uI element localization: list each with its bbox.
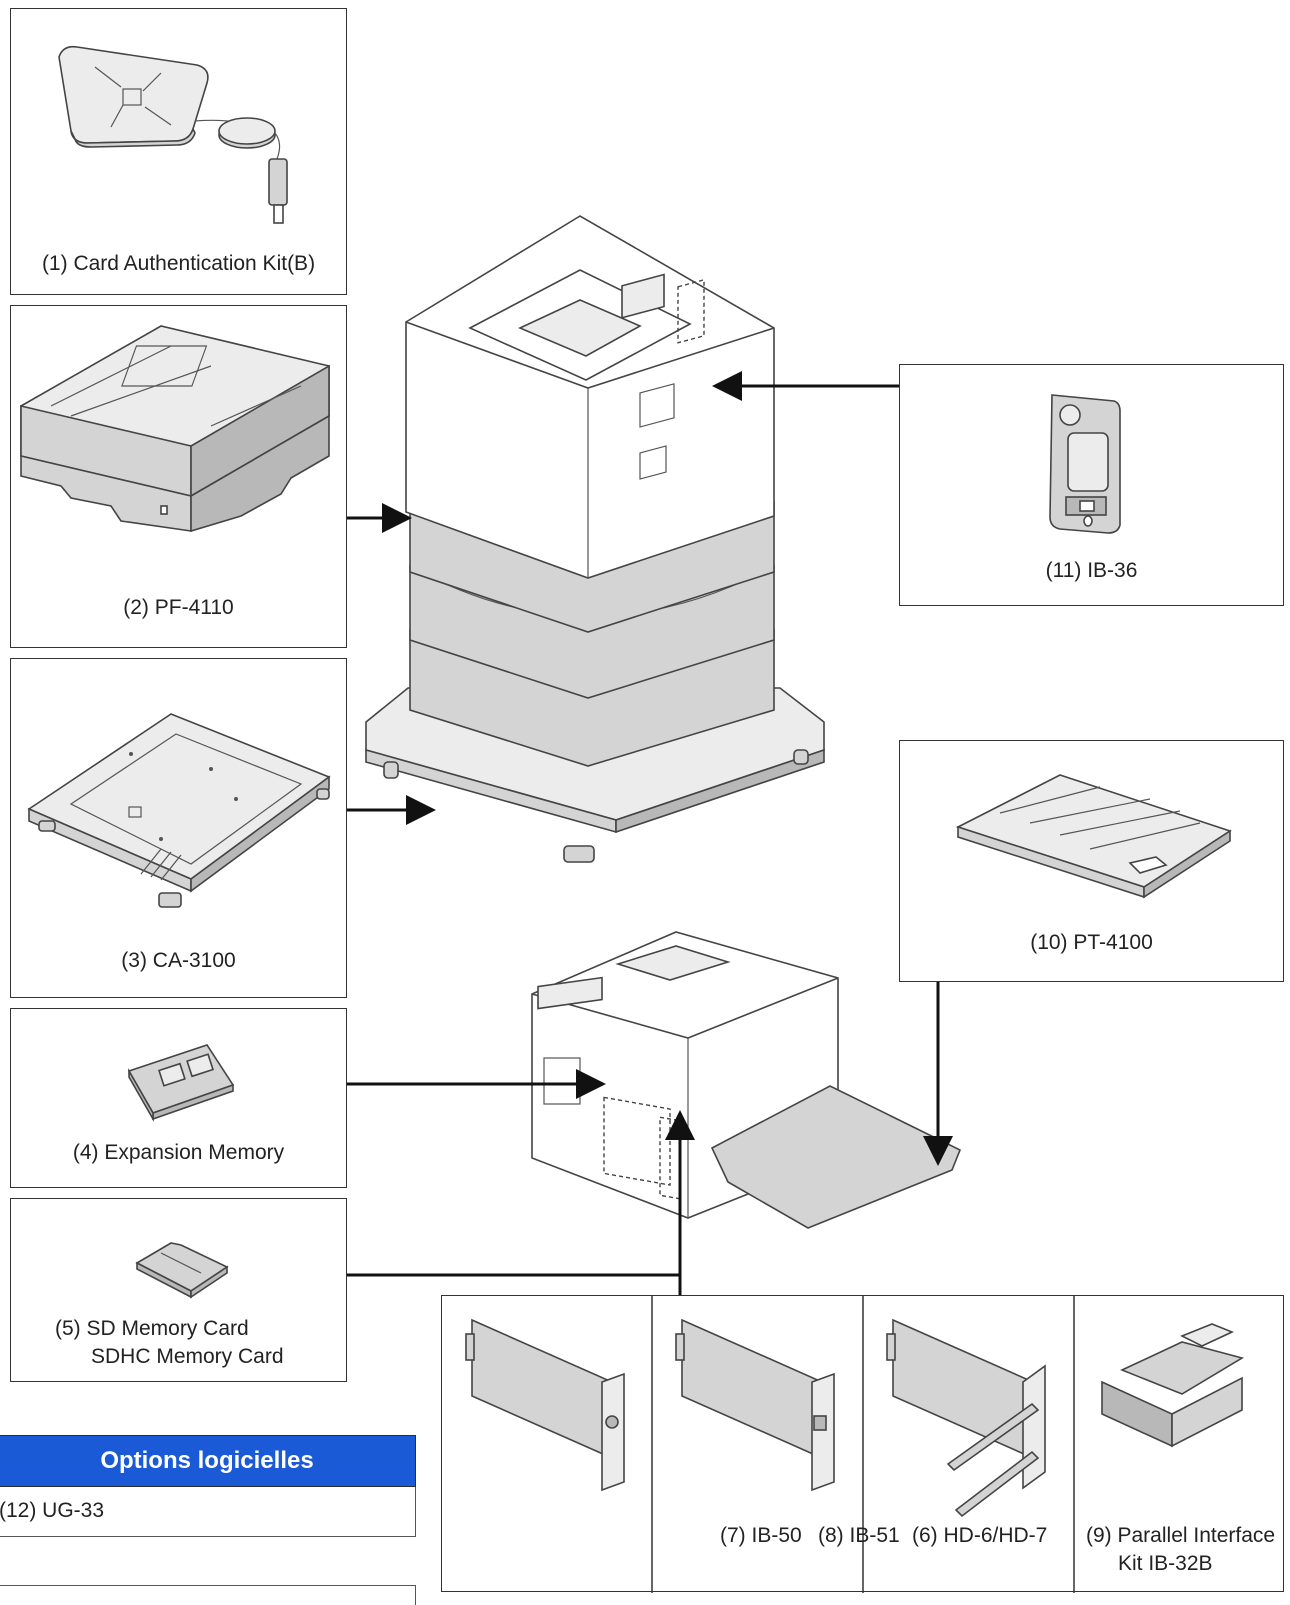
option-label-ca-3100: (3) CA-3100 — [121, 949, 236, 972]
option-label-expansion-memory: (4) Expansion Memory — [72, 1141, 285, 1164]
rear-printer-illustration — [531, 931, 962, 1229]
memory-module-illustration — [127, 1044, 235, 1123]
option-label-sd-card-line2: SDHC Memory Card — [91, 1345, 284, 1368]
software-options-header: Options logicielles — [0, 1435, 416, 1487]
option-box-ib-36: (11) IB-36 — [899, 364, 1284, 606]
interface-cards-table: (7) IB-50 (8) IB-51 (6) HD-6/HD-7 (9) Pa… — [441, 1295, 1284, 1593]
sd-card-illustration — [135, 1242, 229, 1299]
interface-cards-illustrations — [465, 1296, 1245, 1593]
bottom-box-partial — [0, 1585, 416, 1605]
wireless-module-illustration — [1049, 394, 1121, 534]
option-box-ca-3100: (3) CA-3100 — [10, 658, 347, 998]
option-label-sd-card-line1: (5) SD Memory Card — [55, 1317, 249, 1340]
option-label-card-auth-kit: (1) Card Authentication Kit(B) — [41, 252, 316, 275]
option-box-expansion-memory: (4) Expansion Memory — [10, 1008, 347, 1188]
option-label-pt-4100: (10) PT-4100 — [1030, 931, 1153, 954]
option-label-ib-50: (7) IB-50 — [720, 1524, 802, 1547]
option-label-ib-36: (11) IB-36 — [1045, 559, 1138, 582]
software-options-row: (12) UG-33 — [0, 1487, 416, 1537]
printer-stack-illustration — [365, 215, 825, 863]
option-box-sd-memory-card: (5) SD Memory Card SDHC Memory Card — [10, 1198, 347, 1382]
option-label-hd-6-hd-7: (6) HD-6/HD-7 — [912, 1524, 1048, 1547]
caster-base-illustration — [27, 713, 331, 908]
option-label-ib-51: (8) IB-51 — [818, 1524, 900, 1547]
option-label-parallel-kit-line2: Kit IB-32B — [1118, 1552, 1213, 1575]
paper-feeder-illustration — [20, 325, 330, 533]
option-box-pt-4100: (10) PT-4100 — [899, 740, 1284, 982]
card-reader-illustration — [58, 45, 288, 224]
option-label-pf-4110: (2) PF-4110 — [123, 596, 234, 619]
option-box-card-auth-kit: (1) Card Authentication Kit(B) — [10, 8, 347, 295]
software-item-ug-33: (12) UG-33 — [0, 1499, 105, 1522]
tray-illustration — [955, 774, 1232, 899]
option-box-pf-4110: (2) PF-4110 — [10, 305, 347, 648]
option-label-parallel-kit-line1: (9) Parallel Interface — [1086, 1524, 1276, 1547]
